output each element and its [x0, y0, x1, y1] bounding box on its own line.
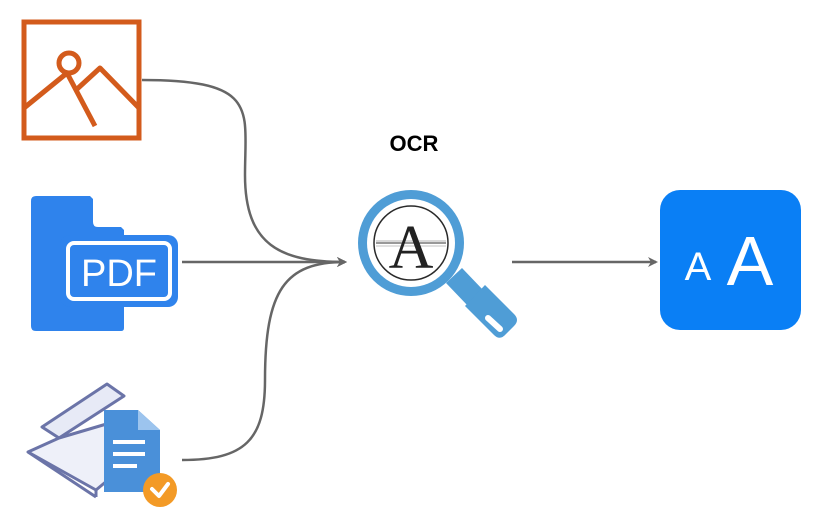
connector-image-to-ocr: [141, 78, 347, 267]
connector-scanner-to-ocr: [181, 257, 347, 462]
pdf-file-icon: PDF: [31, 196, 178, 331]
magnifying-glass-icon: A: [358, 190, 517, 338]
image-icon: [21, 19, 142, 141]
text-font-icon: A A: [660, 190, 801, 330]
output-glyph-large: A: [727, 222, 774, 300]
ocr-title: OCR: [389, 131, 439, 156]
lens-glyph: A: [389, 214, 434, 282]
pdf-label: PDF: [81, 253, 157, 295]
scanner-icon: [26, 382, 177, 507]
output-glyph-small: A: [685, 245, 712, 289]
